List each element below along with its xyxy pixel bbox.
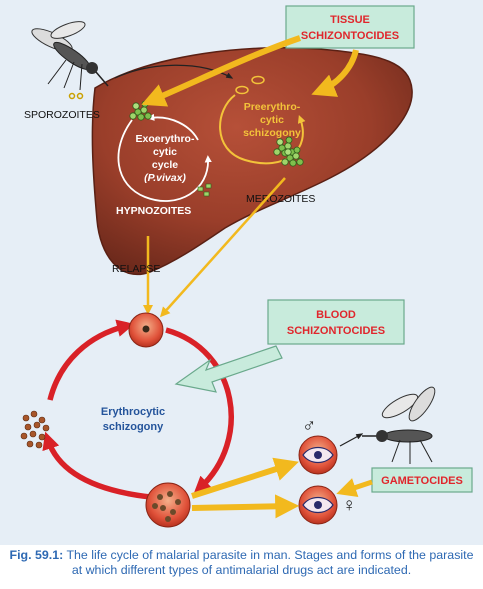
tissue-drug-arrow-hypnozoites [141, 35, 301, 107]
tissue-label-line2: SCHIZONTOCIDES [301, 30, 399, 42]
svg-text:cycle: cycle [152, 159, 178, 171]
svg-text:schizogony: schizogony [103, 421, 164, 433]
blood-drug-arrow [174, 345, 283, 393]
merozoite-release-arrow [159, 177, 286, 318]
svg-text:Erythrocytic: Erythrocytic [101, 406, 165, 418]
exoerythrocytic-label: Exoerythro- cytic cycle (P.vivax) [136, 133, 195, 184]
gametocide-drug-arrow [336, 478, 373, 498]
figure-label: Fig. 59.1: [9, 548, 64, 562]
svg-text:cytic: cytic [260, 114, 284, 126]
malaria-life-cycle-diagram: TISSUE SCHIZONTOCIDES SPOROZOITES Exoery… [0, 0, 483, 545]
exoerythrocytic-cycle-ring-return [147, 113, 199, 141]
hypnozoite-dots-icon [197, 183, 212, 197]
erythrocytic-arrow-bottom [42, 431, 151, 500]
erythrocytic-schizogony-label: Erythrocytic schizogony [101, 406, 165, 433]
svg-text:schizogony: schizogony [243, 127, 301, 139]
relapse-label: RELAPSE [112, 263, 160, 275]
gametocyte-icon [298, 435, 338, 475]
svg-text:cytic: cytic [153, 146, 177, 158]
blood-schizontocides-box: BLOOD SCHIZONTOCIDES [267, 299, 405, 345]
gametocyte-icon [298, 485, 338, 525]
blood-label-line2: SCHIZONTOCIDES [287, 325, 385, 337]
red-blood-cell-icon [128, 312, 164, 348]
female-symbol: ♀ [342, 495, 356, 516]
caption-text: The life cycle of malarial parasite in m… [63, 548, 474, 577]
sporozoites-label: SPOROZOITES [24, 109, 100, 121]
erythrocytic-arrow-right [165, 327, 234, 494]
gametocides-label: GAMETOCIDES [381, 475, 463, 487]
tissue-label-line1: TISSUE [330, 14, 370, 26]
preerythrocytic-label: Preerythro- cytic schizogony [243, 101, 301, 139]
parasite-oval-icon [251, 75, 265, 85]
exoerythrocytic-cycle-ring [117, 119, 212, 202]
gametocyte-to-mosquito-arrow [339, 433, 364, 447]
mosquito-icon [31, 21, 109, 100]
preerythrocytic-cycle-ring [219, 94, 306, 165]
gametocyte-arrow-male [191, 457, 299, 499]
tissue-drug-arrow-preerythrocytic [311, 49, 359, 97]
parasite-oval-icon [235, 85, 249, 95]
merozoite-cluster-icon [20, 410, 50, 449]
male-symbol: ♂ [302, 416, 316, 437]
svg-text:(P.vivax): (P.vivax) [144, 172, 186, 184]
merozoites-label: MEROZOITES [246, 193, 315, 205]
erythrocytic-arrow-left [47, 319, 135, 401]
svg-text:Preerythro-: Preerythro- [244, 101, 301, 113]
schizont-red-blood-cell-icon [145, 482, 191, 528]
gametocides-box: GAMETOCIDES [371, 467, 473, 493]
figure-caption: Fig. 59.1: The life cycle of malarial pa… [6, 548, 477, 578]
tissue-schizontocides-box: TISSUE SCHIZONTOCIDES [285, 5, 415, 49]
svg-text:Exoerythro-: Exoerythro- [136, 133, 195, 145]
gametocyte-arrow-female [191, 494, 300, 519]
hypnozoites-label: HYPNOZOITES [116, 205, 191, 217]
mosquito-icon [362, 386, 436, 464]
blood-label-line1: BLOOD [316, 309, 356, 321]
